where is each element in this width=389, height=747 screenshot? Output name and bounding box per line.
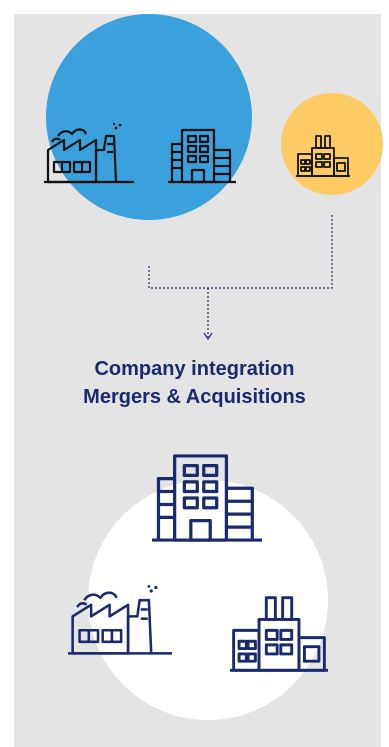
arrow-down-icon — [203, 332, 213, 341]
industrial-plant-icon — [230, 596, 328, 672]
factory-icon — [44, 122, 134, 184]
merge-connector — [148, 214, 333, 337]
caption-line-1: Company integration — [94, 358, 295, 380]
office-building-icon — [168, 128, 236, 184]
industrial-plant-icon — [296, 135, 350, 177]
caption-line-2: Mergers & Acquisitions — [83, 386, 306, 408]
factory-icon — [68, 584, 172, 655]
office-building-icon — [152, 454, 262, 542]
blue-circle — [46, 14, 252, 220]
white-circle — [88, 480, 328, 720]
